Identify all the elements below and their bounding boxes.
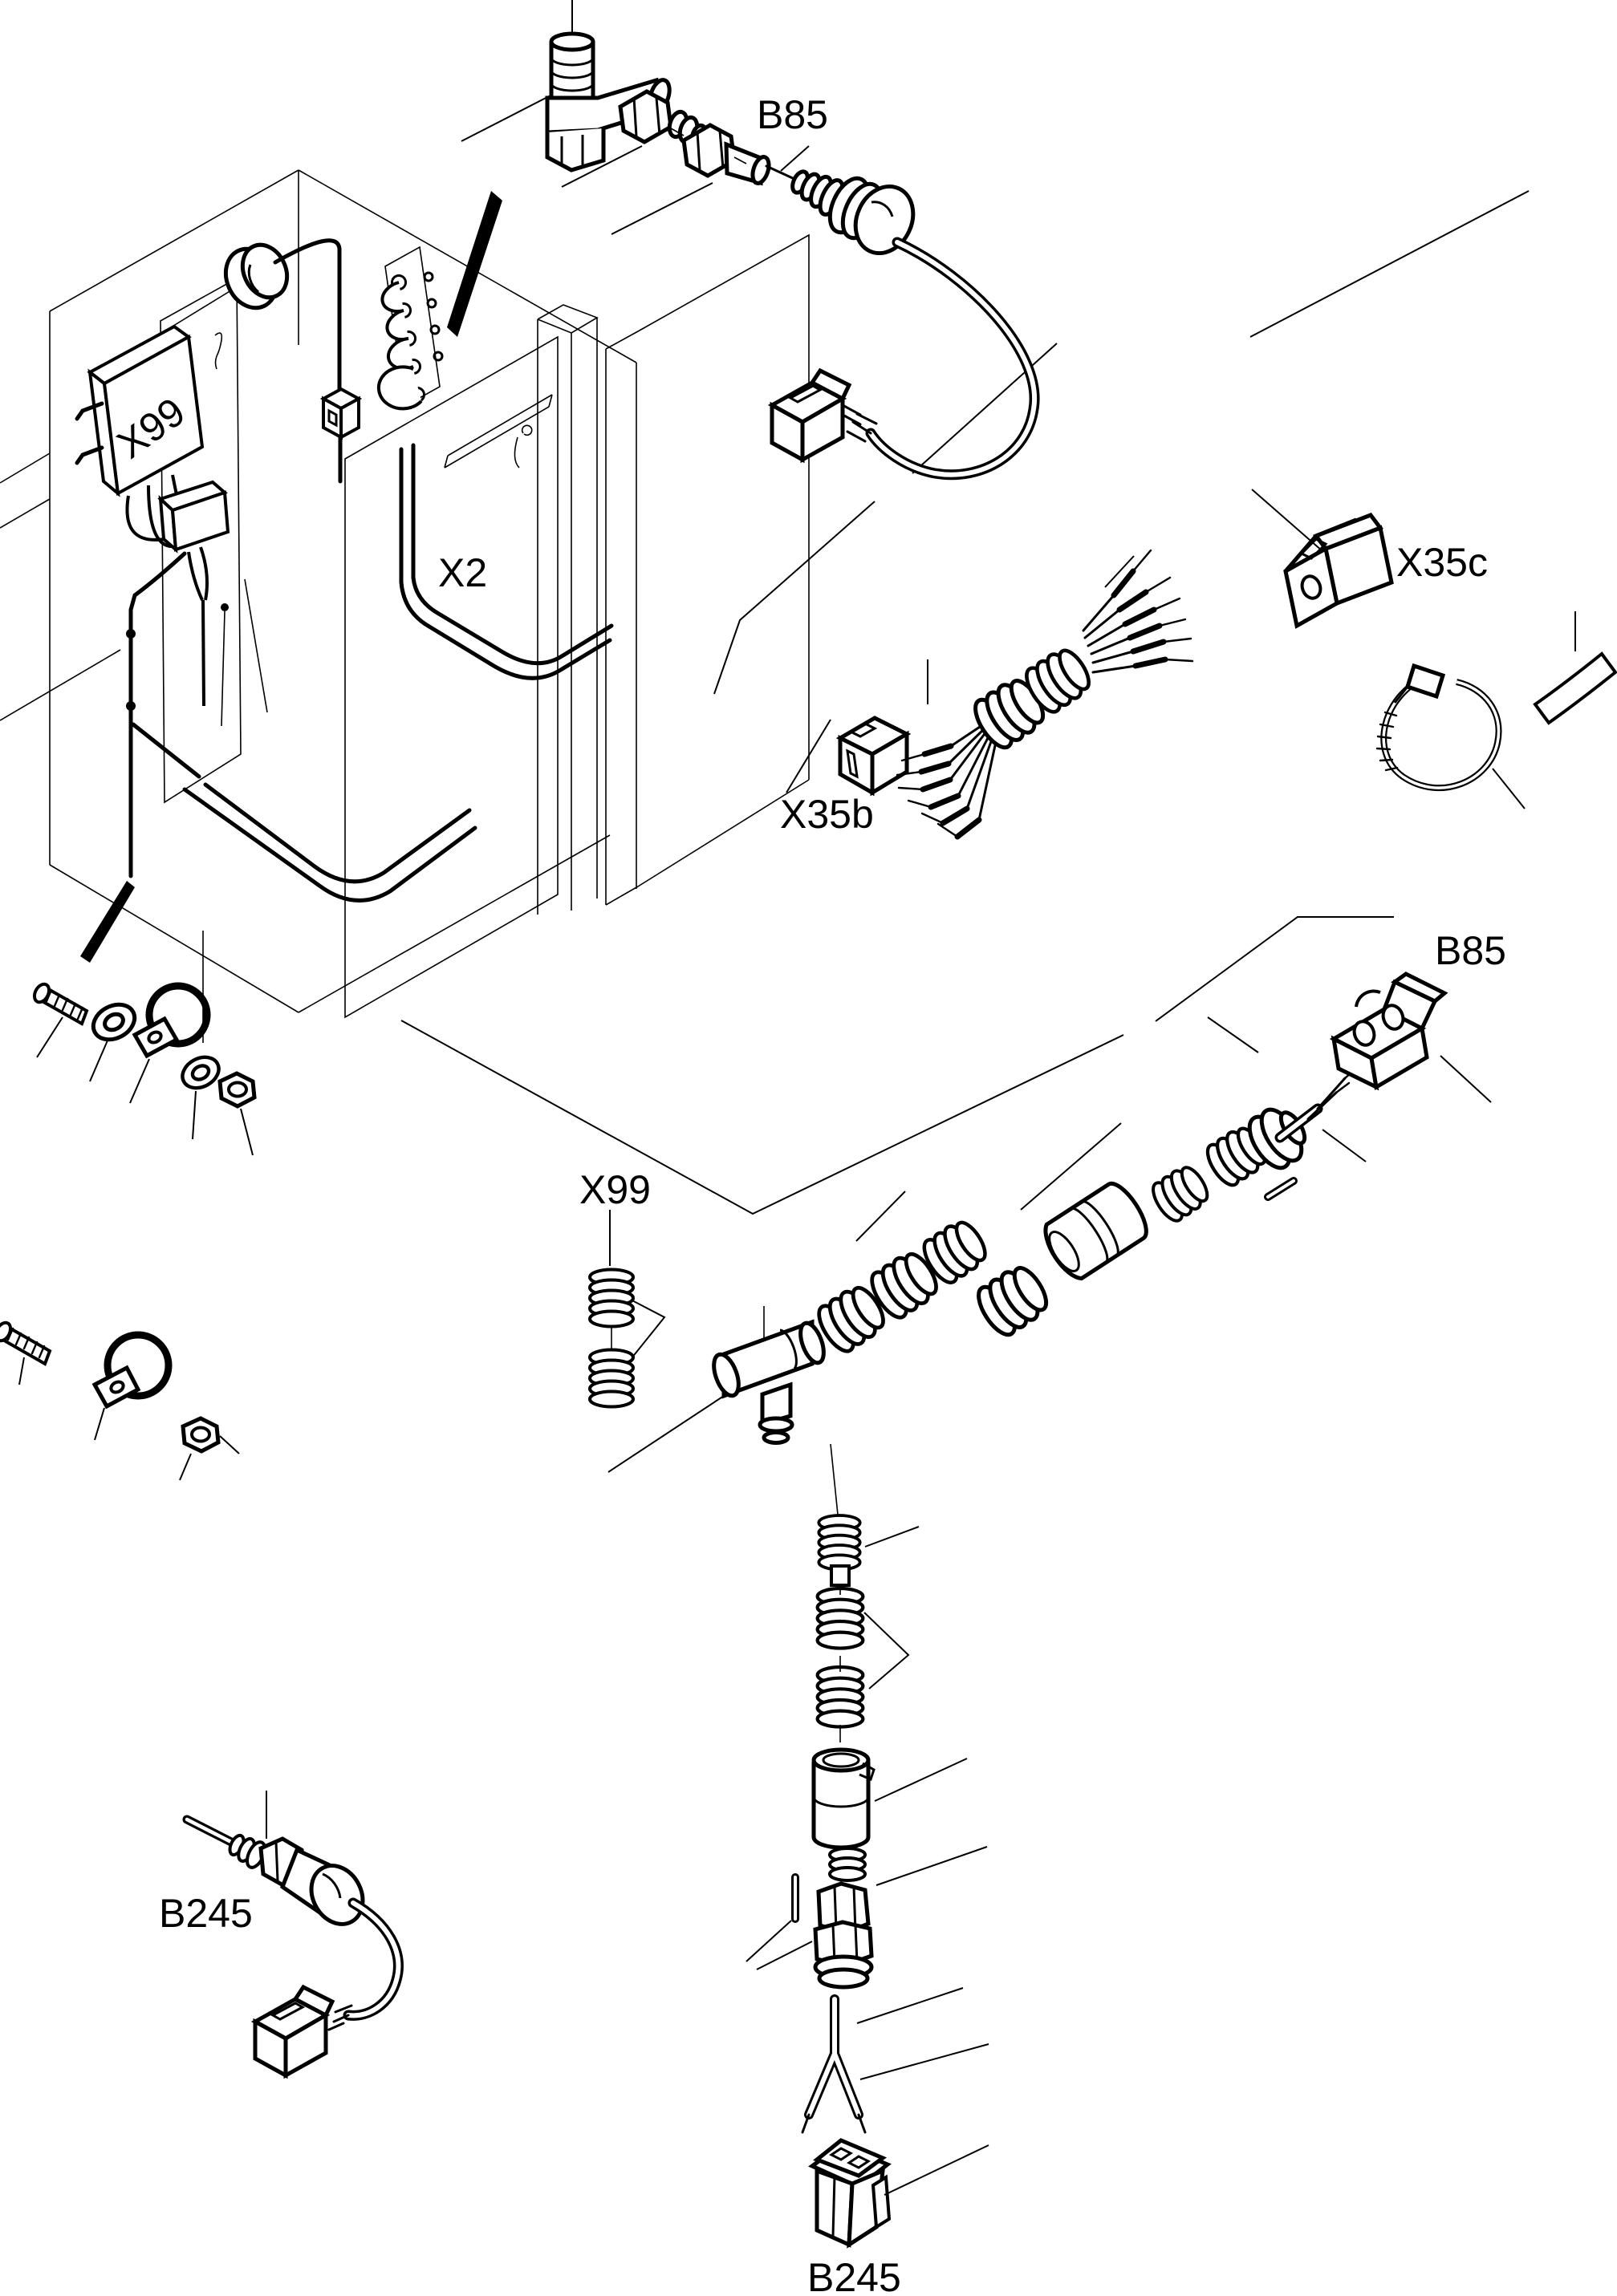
terminal-strip bbox=[376, 245, 444, 411]
spring-sleeve bbox=[818, 1588, 863, 1649]
x2-label: X2 bbox=[438, 550, 487, 595]
x99-box-wires bbox=[80, 474, 193, 963]
tee-piece bbox=[712, 1319, 826, 1445]
b245-left-label: B245 bbox=[159, 1891, 253, 1936]
washer bbox=[177, 1051, 224, 1093]
cabinet-overview: X99 X2 bbox=[0, 169, 810, 1043]
wire-fan-right bbox=[1082, 549, 1194, 674]
b245-bottom-label: B245 bbox=[807, 2255, 901, 2296]
wire-fan-left bbox=[896, 720, 998, 840]
cylinder-housing bbox=[811, 1747, 876, 1850]
p-clamp bbox=[91, 1331, 173, 1410]
washer bbox=[87, 998, 140, 1047]
x35b-label: X35b bbox=[780, 792, 874, 837]
x99-mid-label: X99 bbox=[579, 1167, 651, 1212]
b85-right-assembly: B85 bbox=[812, 928, 1506, 1357]
b245-connector bbox=[808, 2138, 892, 2249]
spring-sleeve bbox=[818, 1667, 863, 1727]
hose-connector-tail bbox=[830, 1564, 851, 1587]
b85-right-label: B85 bbox=[1435, 928, 1506, 973]
x99-springs: X99 bbox=[579, 1167, 651, 1409]
pointer-arrow bbox=[447, 191, 502, 337]
b85-pressure-sensor bbox=[765, 164, 916, 256]
x35-connector-group: X35b X35c bbox=[780, 489, 1617, 840]
lock-nut bbox=[181, 1416, 221, 1454]
divider-lines bbox=[400, 190, 1530, 1690]
tee-hose-assembly: B245 bbox=[607, 1306, 989, 2296]
hex-gland-fitting bbox=[813, 1847, 874, 1990]
screw bbox=[0, 1320, 52, 1366]
wiring-harness bbox=[131, 443, 614, 1043]
cap-wire bbox=[273, 238, 342, 393]
b245-temp-sensor: B245 bbox=[159, 1791, 404, 2079]
x35c-label: X35c bbox=[1396, 540, 1488, 585]
relay-box bbox=[319, 387, 363, 484]
round-cap bbox=[223, 242, 290, 310]
x35b-connector bbox=[835, 716, 912, 797]
adapter-fitting-2 bbox=[681, 123, 771, 186]
x99-box: X99 bbox=[75, 324, 205, 497]
cable-tie bbox=[1375, 663, 1502, 792]
p-clamp bbox=[132, 982, 211, 1059]
clamp-kit-2 bbox=[0, 1320, 240, 1481]
sleeve-housing bbox=[1043, 1181, 1148, 1281]
hose-connector bbox=[817, 1514, 862, 1572]
lock-nut bbox=[217, 1071, 257, 1109]
shelf-latch bbox=[514, 424, 533, 469]
bushing bbox=[1148, 1162, 1213, 1226]
label-strip bbox=[1533, 651, 1617, 725]
b245-plug-connector bbox=[250, 1984, 335, 2079]
b85-top-label: B85 bbox=[757, 92, 828, 137]
b85-top-assembly: B85 bbox=[461, 0, 1040, 481]
clamp-kit-1 bbox=[32, 982, 257, 1156]
junction-box bbox=[157, 480, 268, 727]
x35c-connector bbox=[1283, 512, 1394, 629]
grommet bbox=[972, 1260, 1054, 1341]
b85-connector-4pin bbox=[767, 367, 862, 464]
b85-connector-2pin bbox=[1329, 972, 1448, 1091]
panel-key-detail bbox=[214, 332, 223, 370]
screw bbox=[32, 982, 89, 1026]
sensor-wire-pair bbox=[801, 1994, 867, 2134]
